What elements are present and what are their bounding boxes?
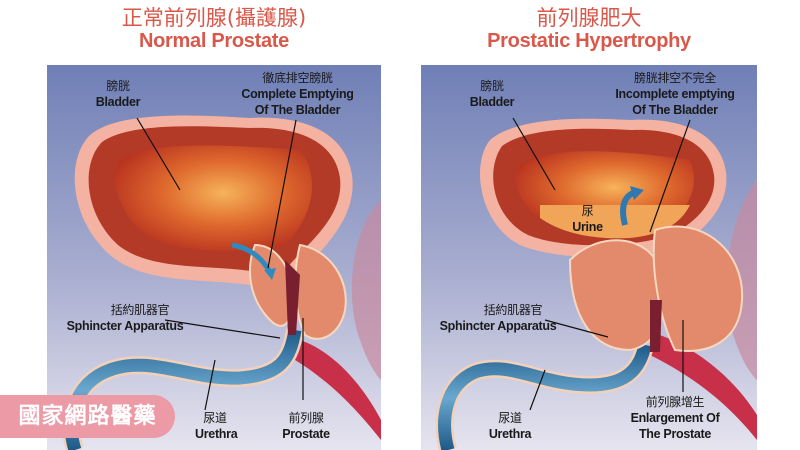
label-zh: 括約肌器官 [483,303,543,317]
label-zh: 膀胱 [480,79,504,93]
label-zh: 膀胱 [106,79,130,93]
left-label-emptying: 徹底排空膀胱 Complete Emptying Of The Bladder [225,70,370,118]
label-en: Of The Bladder [632,103,718,117]
left-label-prostate: 前列腺 Prostate [276,410,336,442]
label-zh: 膀胱排空不完全 [634,71,716,85]
left-title: 正常前列腺(攝護腺) Normal Prostate [47,6,381,53]
label-zh: 尿道 [203,411,227,425]
left-label-sphincter: 括約肌器官 Sphincter Apparatus [55,302,195,334]
label-en: Complete Emptying [241,87,354,101]
label-zh: 尿 [581,204,594,218]
left-title-en: Normal Prostate [139,30,289,53]
label-en: Urine [572,220,603,234]
label-en: Incomplete emptying [615,87,735,101]
label-en: Of The Bladder [254,103,341,117]
left-label-urethra: 尿道 Urethra [195,410,238,442]
watermark-badge: 國家網路醫藥 [0,395,175,438]
right-panel [421,65,757,450]
right-label-enlargement: 前列腺增生 Enlargement Of The Prostate [620,394,730,442]
label-zh: 尿道 [498,411,522,425]
label-zh: 括約肌器官 [110,303,170,317]
label-en: Enlargement Of [630,411,720,425]
label-en: Bladder [95,95,141,109]
label-zh: 前列腺增生 [645,395,705,409]
label-en: The Prostate [638,427,712,441]
left-panel [47,65,381,450]
left-leader-lines [136,117,304,411]
label-en: Prostate [282,427,330,441]
right-label-emptying: 膀胱排空不完全 Incomplete emptying Of The Bladd… [600,70,750,118]
right-label-urine: 尿 Urine [565,203,610,235]
right-title: 前列腺肥大 Prostatic Hypertrophy [421,6,757,53]
label-en: Urethra [195,427,238,441]
left-title-zh: 正常前列腺(攝護腺) [121,6,307,30]
label-en: Urethra [488,427,532,441]
right-label-urethra: 尿道 Urethra [485,410,535,442]
right-title-zh: 前列腺肥大 [536,6,642,30]
right-leader-lines [512,117,691,411]
right-title-en: Prostatic Hypertrophy [487,30,691,53]
label-en: Sphincter Apparatus [66,319,184,333]
urine [540,205,690,239]
right-label-bladder: 膀胱 Bladder [462,78,522,110]
label-zh: 前列腺 [288,411,324,425]
left-label-bladder: 膀胱 Bladder [88,78,148,110]
label-en: Bladder [469,95,515,109]
label-en: Sphincter Apparatus [439,319,557,333]
right-label-sphincter: 括約肌器官 Sphincter Apparatus [428,302,568,334]
label-zh: 徹底排空膀胱 [262,71,333,85]
